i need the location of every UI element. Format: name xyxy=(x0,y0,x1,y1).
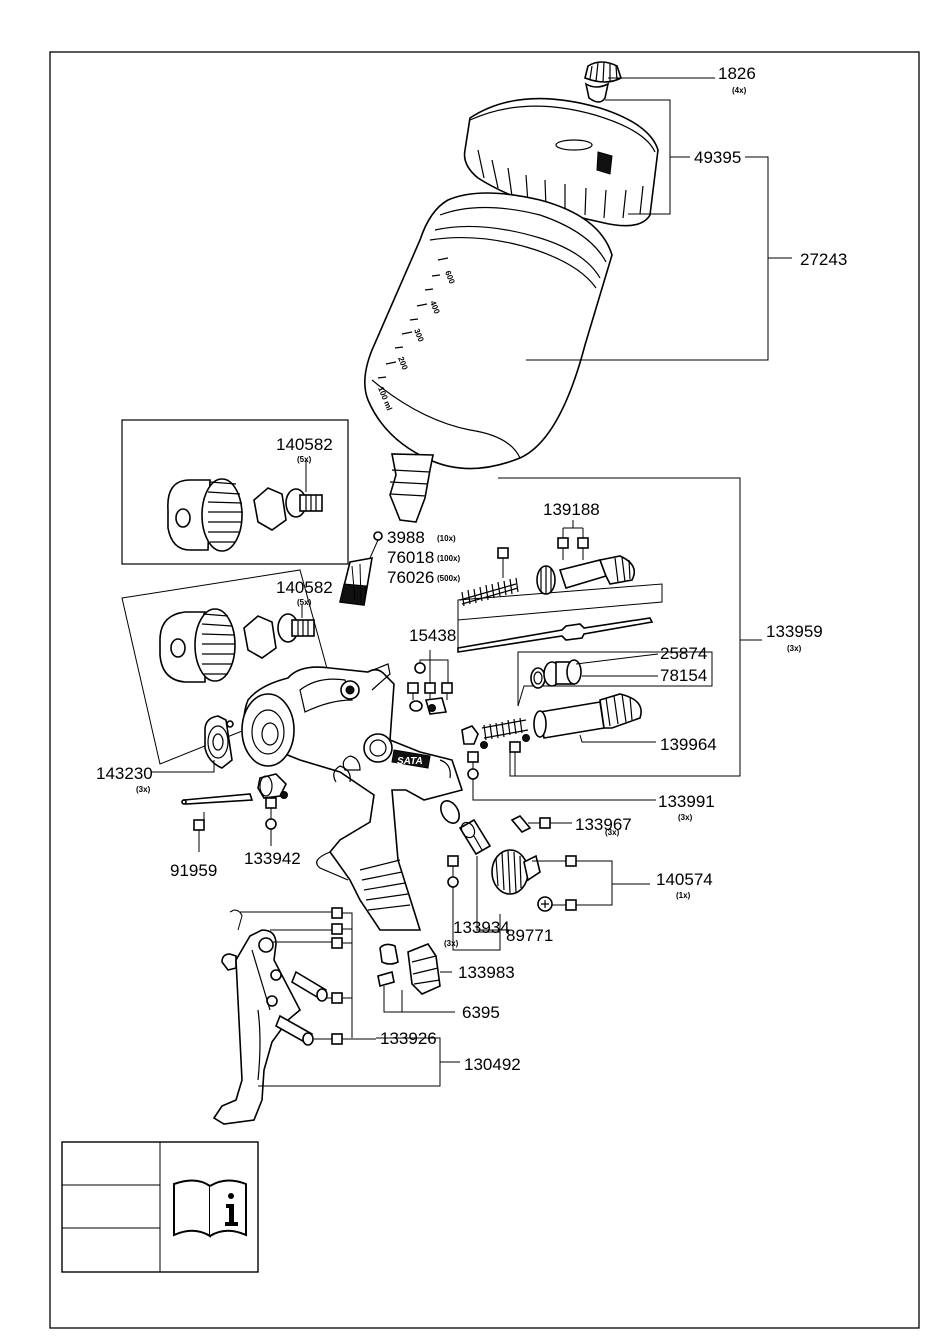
manual-info-icon xyxy=(174,1180,246,1236)
qty-140574: (1x) xyxy=(676,891,691,900)
label-6395: 6395 xyxy=(462,1003,500,1022)
qty-1826: (4x) xyxy=(732,86,747,95)
label-140574: 140574 xyxy=(656,870,713,889)
label-133959: 133959 xyxy=(766,622,823,641)
qty-140582-b: (5x) xyxy=(297,598,312,607)
needle-91959-part xyxy=(182,794,252,804)
nozzle-part-1 xyxy=(254,488,322,530)
label-78154: 78154 xyxy=(660,666,707,685)
trigger-assembly xyxy=(214,908,460,1124)
nozzle-part-2 xyxy=(244,614,314,658)
qty-76026: (500x) xyxy=(437,574,460,583)
label-25874: 25874 xyxy=(660,644,707,663)
label-15438: 15438 xyxy=(409,626,456,645)
qty-133959: (3x) xyxy=(787,644,802,653)
label-27243: 27243 xyxy=(800,250,847,269)
needle-adjust-139188-part xyxy=(537,520,634,594)
label-133926: 133926 xyxy=(380,1029,437,1048)
qty-133991: (3x) xyxy=(678,813,693,822)
label-130492: 130492 xyxy=(464,1055,521,1074)
qty-3988: (10x) xyxy=(437,534,456,543)
label-139188: 139188 xyxy=(543,500,600,519)
air-micrometer-140574-part xyxy=(492,850,650,911)
qty-143230: (3x) xyxy=(136,785,151,794)
trigger-pin-133983-part xyxy=(380,944,452,994)
label-1826: 1826 xyxy=(718,64,756,83)
label-3988: 3988 xyxy=(387,528,425,547)
strainer-part xyxy=(340,532,382,605)
air-valve-15438-part xyxy=(408,650,452,714)
label-140582-a: 140582 xyxy=(276,435,333,454)
qty-133967: (3x) xyxy=(605,828,620,837)
label-76026: 76026 xyxy=(387,568,434,587)
label-89771: 89771 xyxy=(506,926,553,945)
label-133991: 133991 xyxy=(658,792,715,811)
air-distributor-part xyxy=(205,716,233,768)
screw-133967-part xyxy=(512,816,572,832)
label-49395: 49395 xyxy=(694,148,741,167)
air-cap-part-1 xyxy=(168,479,243,551)
cup-vent-cap-part xyxy=(585,62,621,102)
qty-133934: (3x) xyxy=(444,939,459,948)
info-table xyxy=(62,1142,258,1272)
label-143230: 143230 xyxy=(96,764,153,783)
seal-25874-78154-part xyxy=(531,654,658,688)
needle-seal-133942-part xyxy=(258,774,288,799)
svg-text:SATA: SATA xyxy=(397,756,423,767)
label-133942: 133942 xyxy=(244,849,301,868)
label-76018: 76018 xyxy=(387,548,434,567)
label-133983: 133983 xyxy=(458,963,515,982)
label-139964: 139964 xyxy=(660,735,717,754)
qty-76018: (100x) xyxy=(437,554,460,563)
paint-needle-part xyxy=(458,618,762,652)
spreading-knob-139964-part xyxy=(534,694,656,742)
label-133967: 133967 xyxy=(575,815,632,834)
qty-140582-a: (5x) xyxy=(297,455,312,464)
label-133934: 133934 xyxy=(453,918,510,937)
label-91959: 91959 xyxy=(170,861,217,880)
label-140582-b: 140582 xyxy=(276,578,333,597)
air-cap-part-2 xyxy=(160,609,235,682)
